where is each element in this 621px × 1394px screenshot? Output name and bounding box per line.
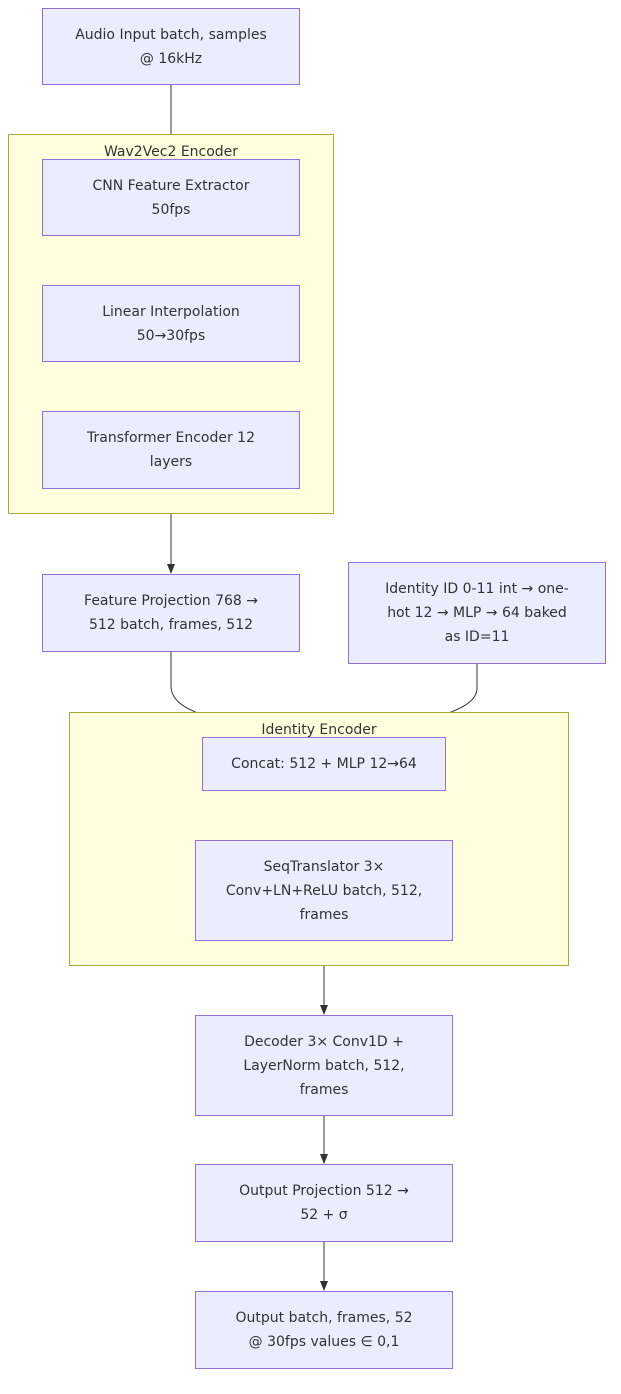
concat-line-1: Concat: 512 + MLP 12→64 bbox=[231, 756, 417, 772]
identity-id-line-3: as ID=11 bbox=[444, 629, 510, 645]
identity-id-line-1: Identity ID 0-11 int → one- bbox=[385, 581, 569, 597]
output-node: Output batch, frames, 52 @ 30fps values … bbox=[195, 1291, 453, 1369]
transformer-line-1: Transformer Encoder 12 bbox=[87, 430, 255, 446]
interp-line-2: 50→30fps bbox=[136, 327, 206, 344]
output-line-1: Output batch, frames, 52 bbox=[235, 1310, 413, 1326]
transformer-encoder-node: Transformer Encoder 12 layers bbox=[42, 411, 300, 489]
audio-input-node: Audio Input batch, samples @ 16kHz bbox=[42, 8, 300, 85]
seq-line-2: Conv+LN+ReLU batch, 512, bbox=[225, 882, 423, 899]
cnn-line-2: 50fps bbox=[151, 201, 191, 218]
cnn-feature-extractor-node: CNN Feature Extractor 50fps bbox=[42, 159, 300, 236]
audio-input-line-2: @ 16kHz bbox=[139, 50, 203, 67]
feature-proj-line-2: 512 batch, frames, 512 bbox=[88, 617, 254, 633]
output-projection-node: Output Projection 512 → 52 + σ bbox=[195, 1164, 453, 1242]
interp-line-1: Linear Interpolation bbox=[102, 303, 240, 320]
transformer-line-2: layers bbox=[149, 454, 193, 470]
identity-id-line-2: hot 12 → MLP → 64 baked bbox=[387, 605, 567, 621]
seq-translator-node: SeqTranslator 3× Conv+LN+ReLU batch, 512… bbox=[195, 840, 453, 941]
identity-id-node: Identity ID 0-11 int → one- hot 12 → MLP… bbox=[348, 562, 606, 664]
seq-line-1: SeqTranslator 3× bbox=[263, 858, 385, 875]
seq-line-3: frames bbox=[299, 906, 349, 923]
decoder-line-2: LayerNorm batch, 512, bbox=[243, 1057, 405, 1074]
decoder-line-3: frames bbox=[299, 1081, 349, 1098]
linear-interpolation-node: Linear Interpolation 50→30fps bbox=[42, 285, 300, 362]
concat-node: Concat: 512 + MLP 12→64 bbox=[202, 737, 446, 791]
feature-projection-node: Feature Projection 768 → 512 batch, fram… bbox=[42, 574, 300, 652]
audio-input-line-1: Audio Input batch, samples bbox=[75, 26, 267, 43]
output-proj-line-2: 52 + σ bbox=[300, 1207, 348, 1223]
decoder-line-1: Decoder 3× Conv1D + bbox=[244, 1033, 404, 1050]
identity-encoder-title: Identity Encoder bbox=[261, 722, 377, 738]
cnn-line-1: CNN Feature Extractor bbox=[92, 177, 250, 194]
wav2vec-encoder-title: Wav2Vec2 Encoder bbox=[103, 144, 239, 160]
decoder-node: Decoder 3× Conv1D + LayerNorm batch, 512… bbox=[195, 1015, 453, 1116]
output-proj-line-1: Output Projection 512 → bbox=[239, 1183, 409, 1199]
feature-proj-line-1: Feature Projection 768 → bbox=[84, 593, 258, 609]
output-line-2: @ 30fps values ∈ 0,1 bbox=[248, 1334, 400, 1350]
